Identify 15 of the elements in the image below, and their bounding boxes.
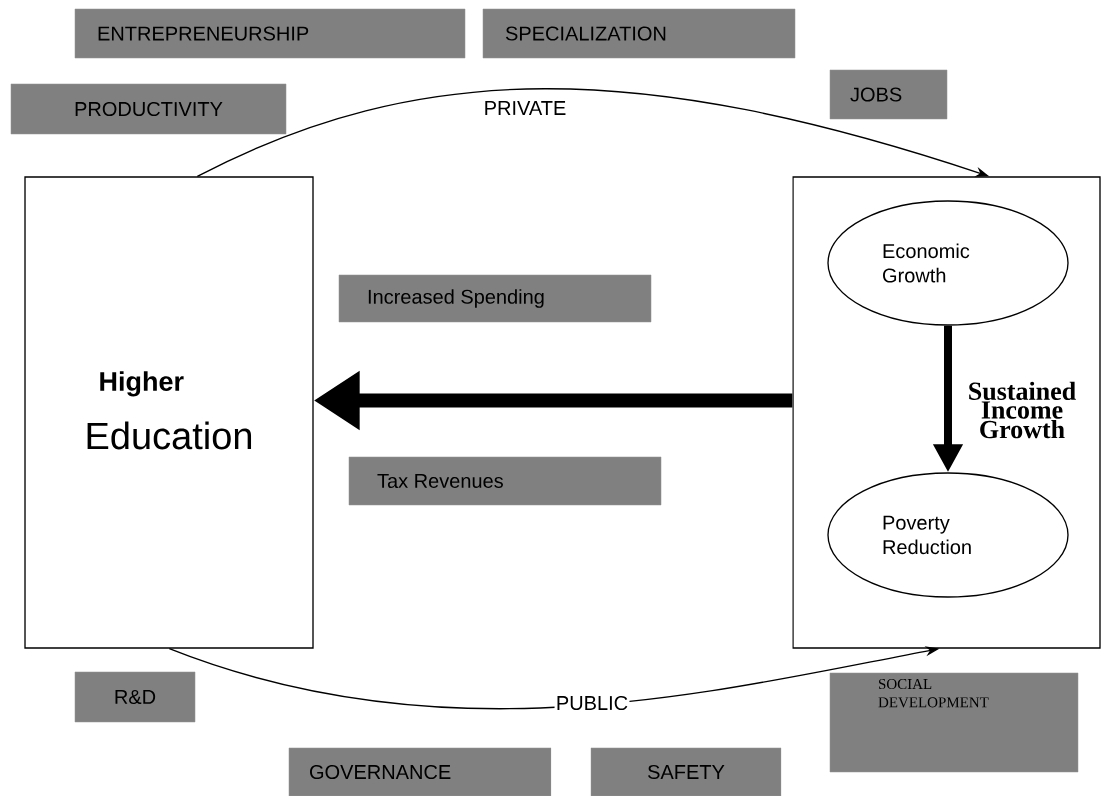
label-box: SOCIAL DEVELOPMENT <box>829 672 1079 773</box>
label-box: Increased Spending <box>338 274 652 323</box>
label-box: SPECIALIZATION <box>482 8 796 59</box>
process-box: Higher Education <box>24 176 314 649</box>
label-box: SAFETY <box>590 747 782 796</box>
label-box: PRODUCTIVITY <box>10 83 287 135</box>
edge-label: PRIVATE <box>482 99 568 117</box>
label-box: GOVERNANCE <box>288 747 552 796</box>
label-box: ENTREPRENEURSHIP <box>74 8 466 59</box>
label-box: Tax Revenues <box>348 456 662 506</box>
edge-label: PUBLIC <box>554 694 630 712</box>
process-box <box>792 176 1101 649</box>
edge-label: Sustained Income Growth <box>960 380 1084 440</box>
label-box: R&D <box>74 671 196 723</box>
label-box: JOBS <box>829 69 948 120</box>
